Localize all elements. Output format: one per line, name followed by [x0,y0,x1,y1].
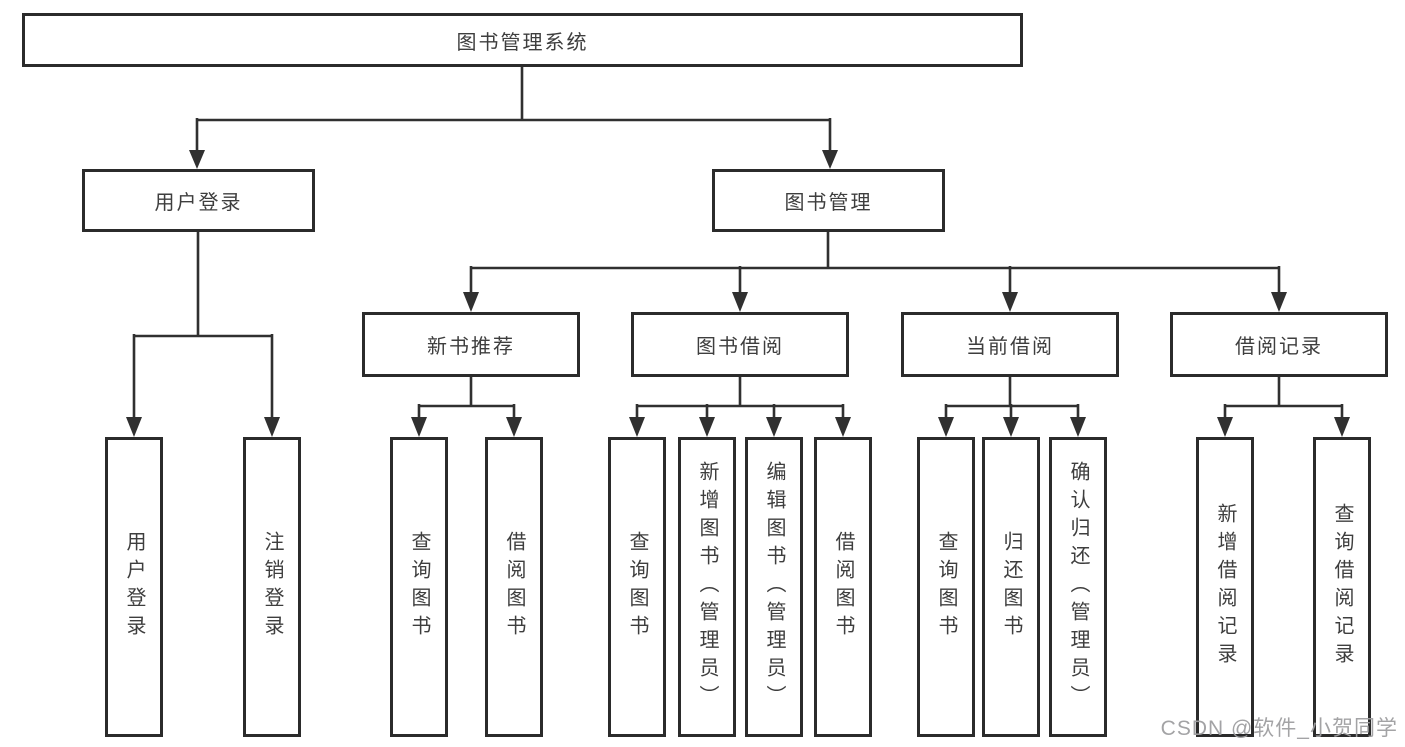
leaf-label: 查询图书 [935,531,957,643]
leaf-borrow-books-borrowing: 借阅图书 [814,437,872,737]
node-label: 图书管理系统 [456,31,589,54]
node-label: 图书借阅 [696,336,784,358]
leaf-label: 查询图书 [408,531,430,643]
node-label: 新书推荐 [427,336,515,358]
leaf-label: 确认归还（管理员） [1067,461,1089,713]
node-library-management-system: 图书管理系统 [22,13,1023,67]
leaf-query-books-borrowing: 查询图书 [608,437,666,737]
node-current-borrowing: 当前借阅 [901,312,1119,377]
leaf-label: 归还图书 [1000,531,1022,643]
leaf-edit-book-admin: 编辑图书（管理员） [745,437,803,737]
node-label: 用户登录 [154,192,243,214]
leaf-logout: 注销登录 [243,437,301,737]
leaf-query-borrow-record: 查询借阅记录 [1313,437,1371,737]
leaf-query-books-current: 查询图书 [917,437,975,737]
node-book-borrowing: 图书借阅 [631,312,849,377]
leaf-borrow-books-recommend: 借阅图书 [485,437,543,737]
node-label: 图书管理 [784,192,873,214]
node-book-management: 图书管理 [712,169,945,232]
leaf-confirm-return-admin: 确认归还（管理员） [1049,437,1107,737]
leaf-query-books-recommend: 查询图书 [390,437,448,737]
connector-arrowheads [126,150,1350,437]
leaf-add-borrow-record: 新增借阅记录 [1196,437,1254,737]
node-label: 当前借阅 [966,336,1054,358]
node-user-login: 用户登录 [82,169,315,232]
leaf-label: 借阅图书 [832,531,854,643]
node-new-book-recommendation: 新书推荐 [362,312,580,377]
leaf-label: 新增借阅记录 [1214,503,1236,671]
node-borrowing-records: 借阅记录 [1170,312,1388,377]
leaf-user-login: 用户登录 [105,437,163,737]
leaf-label: 编辑图书（管理员） [763,461,785,713]
leaf-label: 新增图书（管理员） [696,461,718,713]
leaf-label: 查询图书 [626,531,648,643]
leaf-label: 查询借阅记录 [1331,503,1353,671]
leaf-label: 借阅图书 [503,531,525,643]
leaf-label: 用户登录 [123,531,145,643]
connector-lines [132,67,1344,419]
leaf-add-book-admin: 新增图书（管理员） [678,437,736,737]
csdn-watermark: CSDN @软件_小贺同学 [1160,717,1398,740]
leaf-return-book: 归还图书 [982,437,1040,737]
leaf-label: 注销登录 [261,531,283,643]
node-label: 借阅记录 [1235,336,1323,358]
